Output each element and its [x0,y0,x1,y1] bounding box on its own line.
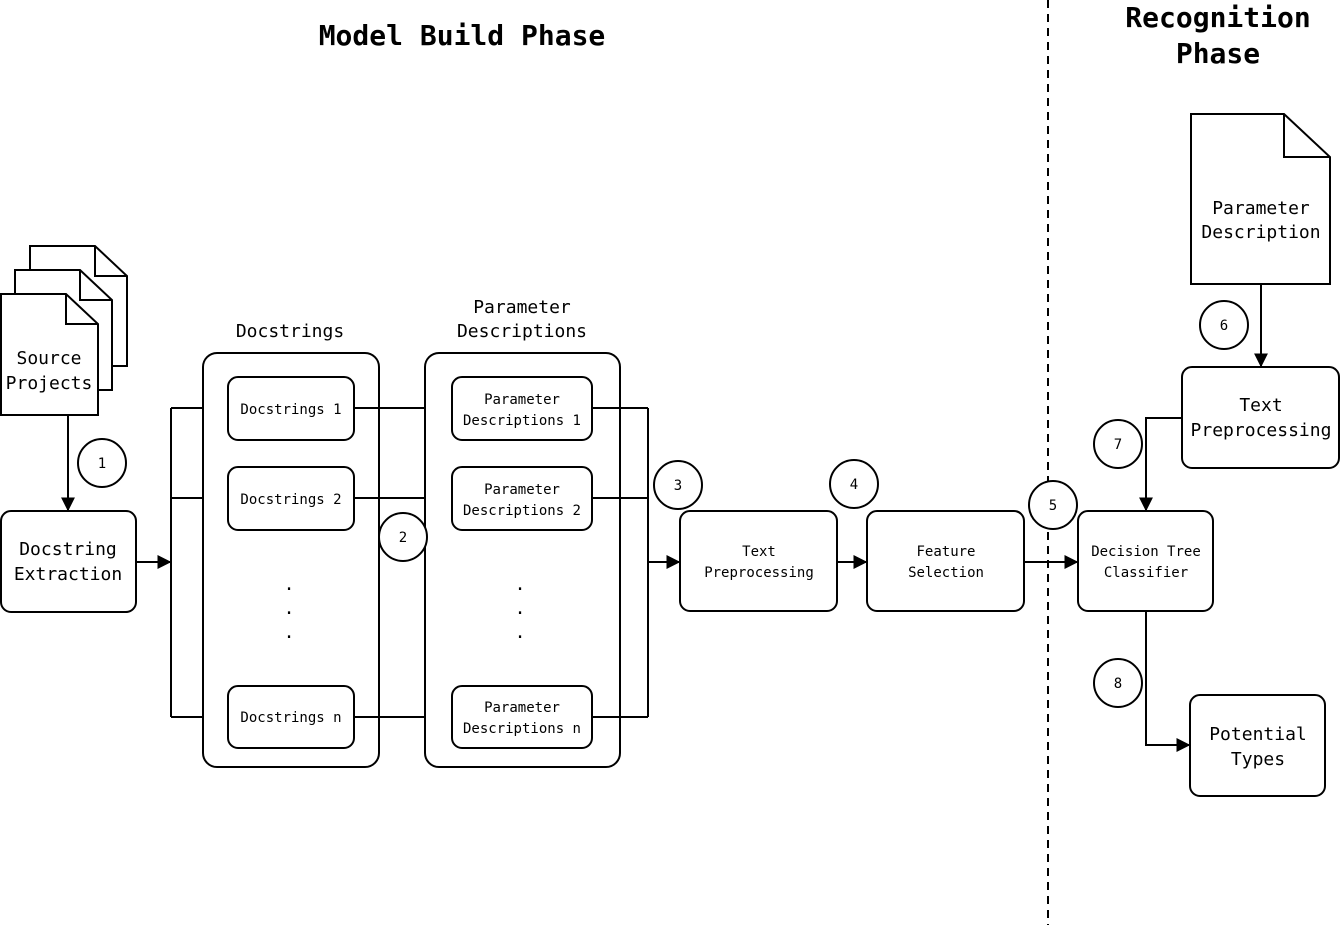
source-projects-label-1: Source [16,348,81,369]
feature-selection-box: Feature Selection [866,510,1025,612]
parameter-description-doc: Parameter Description [1190,113,1331,285]
param-desc-ellipsis-3: . [515,622,526,643]
step-2-label: 2 [399,530,407,546]
text-preprocessing-right-label-2: Preprocessing [1191,420,1332,441]
text-preprocessing-label-1: Text [742,544,776,560]
decision-tree-label-2: Classifier [1104,565,1188,581]
docstrings-n-label: Docstrings n [240,710,341,726]
potential-types-label-2: Types [1231,749,1285,770]
docstrings-group-title: Docstrings [236,321,344,342]
recognition-phase-title-line2: Phase [1176,37,1260,70]
param-desc-2-box: Parameter Descriptions 2 [451,466,593,531]
arrow-text-preprocessing-to-classifier [1139,417,1182,512]
step-3-label: 3 [674,478,682,494]
docstring-extraction-label-2: Extraction [14,564,122,585]
docstrings-ellipsis-3: . [284,622,295,643]
docstrings-1-label: Docstrings 1 [240,402,341,418]
param-desc-group [424,352,621,768]
param-desc-n-label-1: Parameter [484,700,560,716]
step-7-label: 7 [1114,437,1122,453]
text-preprocessing-recognition-box: Text Preprocessing [1181,366,1340,469]
docstrings-2-label: Docstrings 2 [240,492,341,508]
param-desc-1-label-1: Parameter [484,392,560,408]
step-marker-6: 6 [1199,300,1249,350]
param-desc-2-label-1: Parameter [484,482,560,498]
docstrings-n-box: Docstrings n [227,685,355,749]
text-preprocessing-box: Text Preprocessing [679,510,838,612]
param-desc-2-label-2: Descriptions 2 [463,503,581,519]
text-preprocessing-right-label-1: Text [1239,395,1282,416]
param-desc-n-label-2: Descriptions n [463,721,581,737]
step-1-label: 1 [98,456,106,472]
step-5-label: 5 [1049,498,1057,514]
parameter-description-label-1: Parameter [1212,198,1310,219]
docstrings-2-box: Docstrings 2 [227,466,355,531]
text-preprocessing-label-2: Preprocessing [704,565,814,581]
docstrings-1-box: Docstrings 1 [227,376,355,441]
arrow-classifier-to-potential-types [1145,611,1191,752]
param-desc-group-title-2: Descriptions [457,321,587,342]
step-marker-8: 8 [1093,658,1143,708]
parameter-description-label-2: Description [1201,222,1320,243]
step-marker-2: 2 [378,512,428,562]
docstring-extraction-box: Docstring Extraction [0,510,137,613]
model-build-phase-title: Model Build Phase [319,19,606,52]
docstring-extraction-label-1: Docstring [19,539,117,560]
potential-types-box: Potential Types [1189,694,1326,797]
potential-types-label-1: Potential [1209,724,1307,745]
step-marker-5: 5 [1028,480,1078,530]
docstrings-group [202,352,380,768]
feature-selection-label-2: Selection [908,565,984,581]
step-marker-4: 4 [829,459,879,509]
docstrings-ellipsis-2: . [284,598,295,619]
param-desc-group-title-1: Parameter [473,297,571,318]
step-8-label: 8 [1114,676,1122,692]
param-desc-1-label-2: Descriptions 1 [463,413,581,429]
step-marker-1: 1 [77,438,127,488]
param-desc-ellipsis-2: . [515,598,526,619]
param-desc-n-box: Parameter Descriptions n [451,685,593,749]
docstrings-ellipsis-1: . [284,574,295,595]
step-marker-7: 7 [1093,419,1143,469]
recognition-phase-title-line1: Recognition [1125,1,1310,34]
param-desc-1-box: Parameter Descriptions 1 [451,376,593,441]
param-desc-ellipsis-1: . [515,574,526,595]
feature-selection-label-1: Feature [916,544,975,560]
source-projects-doc: Source Projects [0,245,128,416]
decision-tree-classifier-box: Decision Tree Classifier [1077,510,1214,612]
step-4-label: 4 [850,477,858,493]
step-6-label: 6 [1220,318,1228,334]
decision-tree-label-1: Decision Tree [1091,544,1201,560]
step-marker-3: 3 [653,460,703,510]
source-projects-label-2: Projects [6,373,93,394]
